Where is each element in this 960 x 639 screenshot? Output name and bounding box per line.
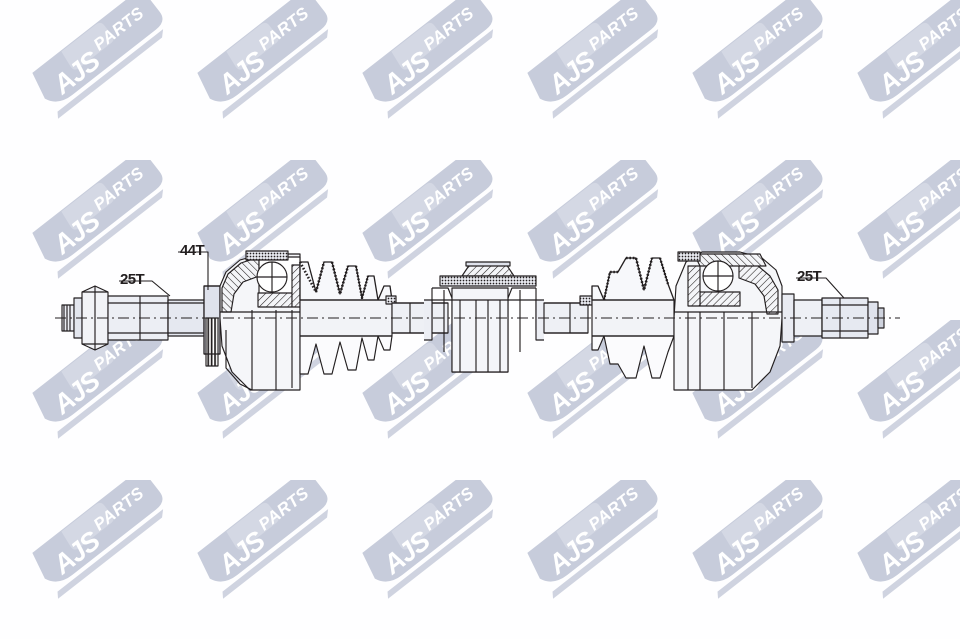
leader-lines — [119, 251, 845, 299]
label-right-spline-25t: 25T — [797, 268, 822, 285]
center-damper — [424, 261, 544, 373]
label-abs-ring-44t: 44T — [180, 242, 205, 259]
right-cv-joint — [673, 251, 783, 391]
left-cv-joint — [219, 250, 301, 391]
label-left-spline-25t: 25T — [120, 271, 145, 288]
abs-tone-ring — [203, 285, 221, 367]
